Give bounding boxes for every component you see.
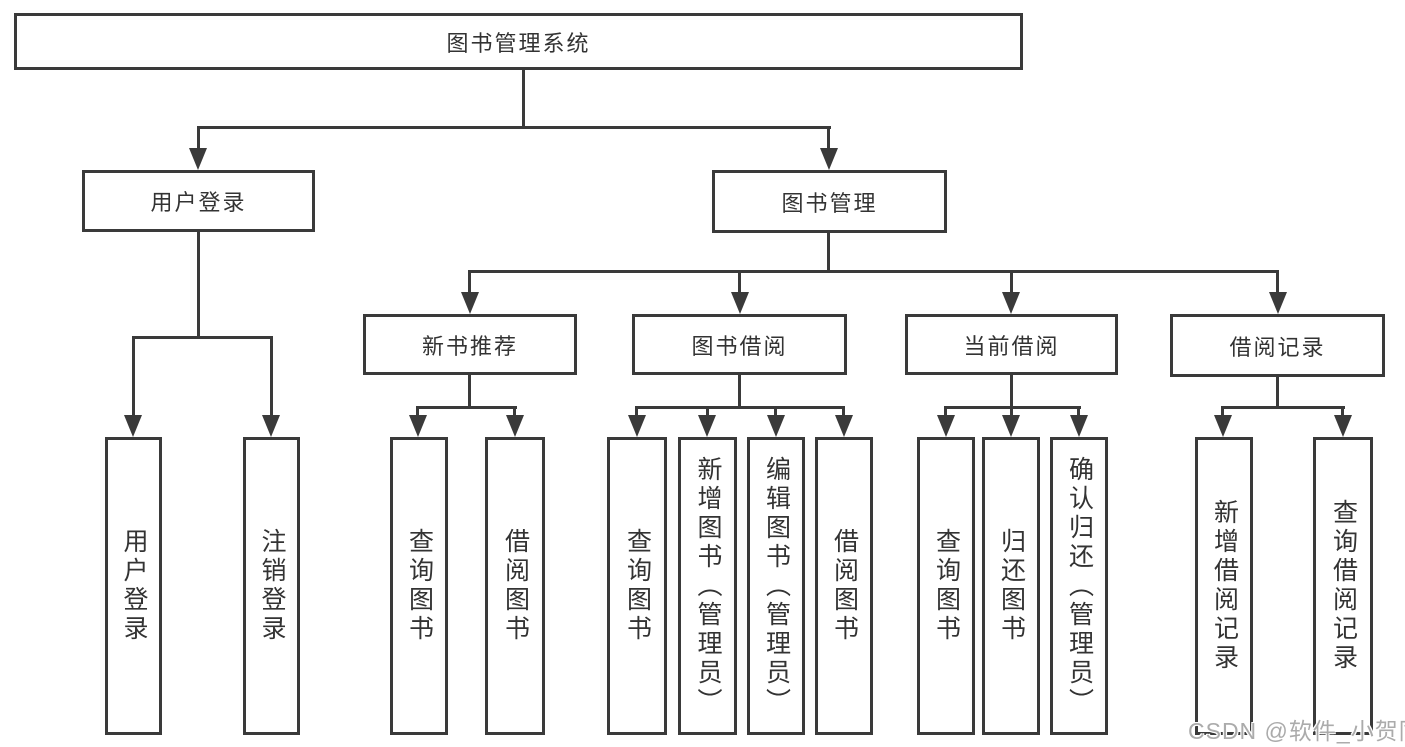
connector-root-stem	[522, 70, 525, 129]
leaf-logout-label: 注销登录	[258, 528, 286, 644]
connector-book-borrowing-bar	[635, 406, 845, 409]
node-new-book-recommend: 新书推荐	[363, 314, 577, 375]
watermark: CSDN @软件_小贺同学	[1188, 718, 1405, 744]
leaf-query-books-current: 查询图书	[917, 437, 975, 735]
arrow-down-icon	[461, 292, 479, 314]
leaf-query-books-borrowing-label: 查询图书	[623, 528, 652, 644]
connector-user-login-bar	[132, 336, 273, 339]
connector-drop-current-borrowing	[1010, 270, 1013, 296]
node-current-borrowing-label: 当前借阅	[963, 333, 1060, 359]
leaf-user-login: 用户登录	[105, 437, 162, 735]
leaf-query-books-recommend-label: 查询图书	[405, 528, 434, 644]
node-borrowing-records-label: 借阅记录	[1229, 334, 1326, 360]
leaf-add-borrow-record: 新增借阅记录	[1195, 437, 1253, 735]
connector-drop-leaf	[132, 336, 135, 419]
connector-borrowing-records-bar	[1221, 406, 1345, 409]
connector-drop-leaf	[635, 406, 638, 419]
connector-drop-leaf	[944, 406, 947, 419]
node-library-management-system-label: 图书管理系统	[446, 30, 591, 56]
arrow-down-icon	[731, 292, 749, 314]
leaf-query-borrow-record-label: 查询借阅记录	[1329, 499, 1358, 673]
leaf-add-borrow-record-label: 新增借阅记录	[1210, 499, 1239, 673]
arrow-down-icon	[506, 415, 524, 437]
arrow-down-icon	[1269, 292, 1287, 314]
node-book-management-label: 图书管理	[781, 190, 878, 216]
connector-drop-leaf	[1010, 406, 1013, 419]
node-user-login-label: 用户登录	[150, 190, 247, 215]
node-library-management-system: 图书管理系统	[14, 13, 1023, 70]
connector-drop-leaf	[706, 406, 709, 419]
node-user-login: 用户登录	[82, 170, 315, 232]
arrow-down-icon	[628, 415, 646, 437]
connector-drop-leaf	[416, 406, 419, 419]
leaf-return-book: 归还图书	[982, 437, 1040, 735]
connector-drop-new-book	[468, 270, 471, 296]
connector-drop-leaf	[513, 406, 516, 419]
leaf-logout: 注销登录	[243, 437, 300, 735]
leaf-query-books-recommend: 查询图书	[390, 437, 448, 735]
node-new-book-recommend-label: 新书推荐	[421, 333, 518, 359]
arrow-down-icon	[1002, 415, 1020, 437]
connector-drop-leaf	[842, 406, 845, 419]
arrow-down-icon	[1214, 415, 1232, 437]
connector-book-management-stem	[827, 233, 830, 273]
leaf-confirm-return-admin: 确认归还（管理员）	[1050, 437, 1108, 735]
leaf-query-books-borrowing: 查询图书	[607, 437, 667, 735]
arrow-down-icon	[189, 148, 207, 170]
connector-drop-leaf	[1221, 406, 1224, 419]
connector-borrowing-records-stem	[1276, 377, 1279, 408]
arrow-down-icon	[409, 415, 427, 437]
node-borrowing-records: 借阅记录	[1170, 314, 1385, 377]
leaf-borrow-books-borrowing: 借阅图书	[815, 437, 873, 735]
connector-new-book-bar	[416, 406, 517, 409]
arrow-down-icon	[820, 148, 838, 170]
leaf-query-borrow-record: 查询借阅记录	[1313, 437, 1373, 735]
connector-drop-leaf	[774, 406, 777, 419]
connector-drop-leaf	[1077, 406, 1080, 419]
node-book-management: 图书管理	[712, 170, 947, 233]
arrow-down-icon	[262, 415, 280, 437]
arrow-down-icon	[1334, 415, 1352, 437]
connector-drop-book-borrowing	[738, 270, 741, 296]
node-book-borrowing: 图书借阅	[632, 314, 847, 375]
connector-drop-leaf	[270, 336, 273, 419]
arrow-down-icon	[937, 415, 955, 437]
connector-drop-user-login	[197, 126, 200, 152]
arrow-down-icon	[835, 415, 853, 437]
node-current-borrowing: 当前借阅	[905, 314, 1118, 375]
connector-book-management-bar	[468, 270, 1279, 273]
connector-current-borrowing-stem	[1010, 375, 1013, 408]
connector-drop-leaf	[1341, 406, 1344, 419]
node-book-borrowing-label: 图书借阅	[691, 333, 788, 359]
leaf-query-books-current-label: 查询图书	[932, 528, 961, 644]
connector-new-book-stem	[468, 375, 471, 408]
connector-book-borrowing-stem	[738, 375, 741, 408]
leaf-add-book-admin-label: 新增图书（管理员）	[694, 455, 722, 717]
arrow-down-icon	[698, 415, 716, 437]
leaf-add-book-admin: 新增图书（管理员）	[678, 437, 737, 735]
leaf-edit-book-admin: 编辑图书（管理员）	[747, 437, 805, 735]
connector-user-login-stem	[197, 232, 200, 339]
leaf-borrow-books-borrowing-label: 借阅图书	[830, 528, 859, 644]
arrow-down-icon	[124, 415, 142, 437]
leaf-borrow-books-recommend-label: 借阅图书	[501, 528, 530, 644]
arrow-down-icon	[1002, 292, 1020, 314]
arrow-down-icon	[1070, 415, 1088, 437]
leaf-edit-book-admin-label: 编辑图书（管理员）	[762, 455, 791, 717]
leaf-return-book-label: 归还图书	[997, 528, 1026, 644]
leaf-borrow-books-recommend: 借阅图书	[485, 437, 545, 735]
connector-root-bar	[197, 126, 831, 129]
leaf-confirm-return-admin-label: 确认归还（管理员）	[1065, 455, 1094, 717]
connector-drop-book-management	[827, 126, 830, 152]
connector-drop-borrowing-records	[1276, 270, 1279, 296]
leaf-user-login-label: 用户登录	[120, 528, 148, 644]
arrow-down-icon	[767, 415, 785, 437]
